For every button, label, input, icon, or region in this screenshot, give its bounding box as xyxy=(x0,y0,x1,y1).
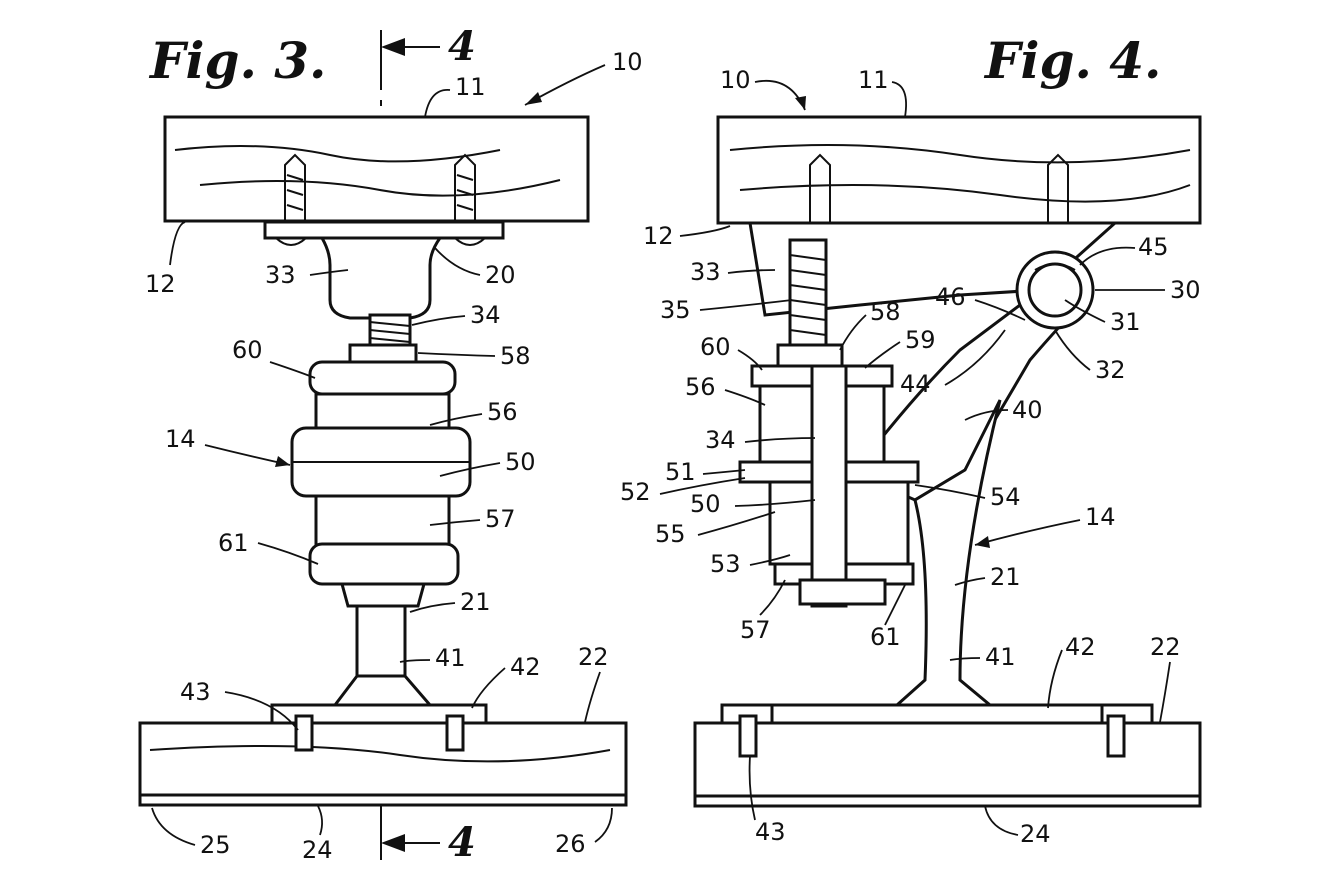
ref-51: 51 xyxy=(665,458,696,486)
section-marker-top: 4 xyxy=(448,23,476,70)
lower-nut xyxy=(800,580,885,604)
ref-58: 58 xyxy=(500,342,531,370)
section-marker-bottom: 4 xyxy=(448,819,476,866)
ref-55: 55 xyxy=(655,520,686,548)
ref-41: 41 xyxy=(985,643,1016,671)
ref-61: 61 xyxy=(870,623,901,651)
figure-4: Fig. 4. xyxy=(620,31,1201,848)
ref-32: 32 xyxy=(1095,356,1126,384)
ref-42: 42 xyxy=(1065,633,1096,661)
ref-60: 60 xyxy=(232,336,263,364)
ref-61: 61 xyxy=(218,529,249,557)
figure-3-title: Fig. 3. xyxy=(148,31,326,90)
post-flare xyxy=(335,676,430,705)
ref-20: 20 xyxy=(485,261,516,289)
ref-34: 34 xyxy=(470,301,501,329)
ref-12: 12 xyxy=(145,270,176,298)
ref-50: 50 xyxy=(690,490,721,518)
screw-43-left xyxy=(296,716,312,750)
ref-14: 14 xyxy=(165,425,196,453)
ref-52: 52 xyxy=(620,478,651,506)
ref-60: 60 xyxy=(700,333,731,361)
ref-22: 22 xyxy=(578,643,609,671)
base-plate xyxy=(722,705,1152,723)
bottom-pad xyxy=(695,796,1200,806)
ref-57: 57 xyxy=(485,505,516,533)
ref-21: 21 xyxy=(990,563,1021,591)
top-board xyxy=(165,117,588,221)
washer-top xyxy=(310,362,455,394)
ref-43: 43 xyxy=(755,818,786,846)
ref-30: 30 xyxy=(1170,276,1201,304)
lower-cushion xyxy=(316,496,449,546)
ref-44: 44 xyxy=(900,370,931,398)
ref-21: 21 xyxy=(460,588,491,616)
ref-42: 42 xyxy=(510,653,541,681)
bottom-pad xyxy=(140,795,626,805)
ref-11: 11 xyxy=(858,66,889,94)
ref-31: 31 xyxy=(1110,308,1141,336)
ref-25: 25 xyxy=(200,831,231,859)
lower-nut xyxy=(342,584,424,606)
ref-24: 24 xyxy=(1020,820,1051,848)
ref-45: 45 xyxy=(1138,233,1169,261)
figure-4-title: Fig. 4. xyxy=(983,31,1161,90)
bolt-shank xyxy=(812,366,846,606)
ref-56: 56 xyxy=(685,373,716,401)
ref-35: 35 xyxy=(660,296,691,324)
ref-59: 59 xyxy=(905,326,936,354)
ref-56: 56 xyxy=(487,398,518,426)
ref-10: 10 xyxy=(720,66,751,94)
ref-33: 33 xyxy=(265,261,296,289)
pivot-pin xyxy=(1029,264,1081,316)
ref-10: 10 xyxy=(612,48,643,76)
ref-33: 33 xyxy=(690,258,721,286)
ref-14: 14 xyxy=(1085,503,1116,531)
top-board xyxy=(718,117,1200,223)
ref-53: 53 xyxy=(710,550,741,578)
screw-43-left xyxy=(740,716,756,756)
ref-41: 41 xyxy=(435,644,466,672)
mounting-plate xyxy=(265,222,503,238)
washer-bottom xyxy=(310,544,458,584)
ref-22: 22 xyxy=(1150,633,1181,661)
upper-bracket xyxy=(322,238,440,318)
screw-43-right xyxy=(1108,716,1124,756)
nut xyxy=(350,345,416,363)
ref-50: 50 xyxy=(505,448,536,476)
post xyxy=(357,606,405,676)
ref-57: 57 xyxy=(740,616,771,644)
ref-58: 58 xyxy=(870,298,901,326)
nut-58 xyxy=(778,345,842,367)
ref-40: 40 xyxy=(1012,396,1043,424)
ref-12: 12 xyxy=(643,222,674,250)
ref-24: 24 xyxy=(302,836,333,864)
ref-43: 43 xyxy=(180,678,211,706)
ref-26: 26 xyxy=(555,830,586,858)
ref-11: 11 xyxy=(455,73,486,101)
figure-3: Fig. 3. 4 4 xyxy=(140,23,643,866)
ref-54: 54 xyxy=(990,483,1021,511)
screw-43-right xyxy=(447,716,463,750)
ref-34: 34 xyxy=(705,426,736,454)
ref-46: 46 xyxy=(935,283,966,311)
